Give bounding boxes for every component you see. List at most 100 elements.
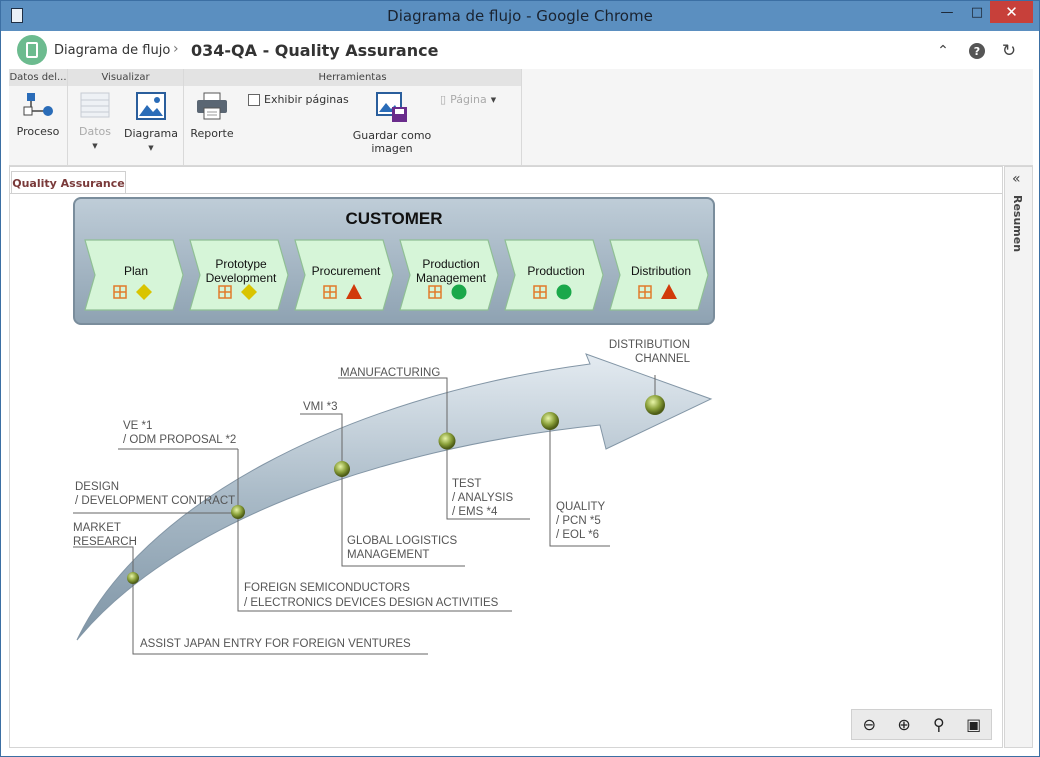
diagrama-button[interactable]: Diagrama ▼: [122, 91, 180, 153]
minimize-button[interactable]: —: [940, 4, 954, 20]
note-test-2: / ANALYSIS: [452, 492, 513, 504]
title-bar: Diagrama de flujo - Google Chrome — □ ✕: [1, 1, 1039, 31]
guardar-label-2: imagen: [371, 142, 413, 155]
note-test-1: TEST: [452, 478, 481, 490]
guardar-label-1: Guardar como: [352, 129, 432, 142]
reporte-button[interactable]: Reporte: [190, 91, 234, 140]
zoom-in-icon[interactable]: ⊕: [897, 715, 911, 734]
process-icon: [23, 93, 53, 116]
reporte-label: Reporte: [190, 127, 234, 140]
ribbon-group-visualizar: Visualizar Datos ▼ Diagrama ▼: [68, 69, 184, 165]
group-header-visualizar: Visualizar: [68, 69, 183, 86]
activity-icon: [533, 285, 547, 299]
activity-icon: [638, 285, 652, 299]
close-button[interactable]: ✕: [990, 1, 1033, 23]
note-quality-1: QUALITY: [556, 501, 606, 513]
breadcrumb[interactable]: Diagrama de flujo: [54, 43, 171, 58]
step-shape[interactable]: [399, 239, 499, 311]
step-shape[interactable]: [84, 239, 184, 311]
zoom-toolbar: ⊖ ⊕ ⚲ ▣: [851, 709, 992, 740]
datos-dropdown-icon: ▼: [92, 142, 98, 150]
note-foreign-2: / ELECTRONICS DEVICES DESIGN ACTIVITIES: [244, 597, 499, 609]
step-label: Management: [416, 271, 487, 285]
tab-quality-assurance[interactable]: Quality Assurance: [11, 171, 126, 194]
proceso-button[interactable]: Proceso: [11, 91, 65, 138]
save-image-icon: [376, 92, 407, 122]
step-label: Distribution: [631, 264, 691, 278]
pagina-button[interactable]: ▯ Página ▼: [440, 93, 496, 106]
summary-label: Resumen: [1011, 195, 1024, 253]
activity-icon: [323, 285, 337, 299]
expand-panel-icon[interactable]: «: [1012, 171, 1021, 187]
app-header: Diagrama de flujo › 034-QA - Quality Ass…: [9, 31, 1033, 69]
note-quality-3: / EOL *6: [556, 529, 599, 541]
diagrama-label: Diagrama: [124, 127, 178, 140]
note-ve-2: / ODM PROPOSAL *2: [123, 434, 236, 446]
fit-folder-icon[interactable]: ▣: [966, 715, 982, 734]
step-label: Production: [527, 264, 584, 278]
ribbon-group-datos: Datos del... Proceso: [9, 69, 68, 165]
summary-side-panel[interactable]: « Resumen: [1004, 166, 1033, 748]
step-shape[interactable]: [609, 239, 709, 311]
process-step[interactable]: Procurement: [294, 239, 394, 311]
note-ve-1: VE *1: [123, 420, 152, 432]
status-triangle-icon: [346, 284, 362, 299]
printer-icon: [197, 92, 227, 120]
pool-title: CUSTOMER: [346, 209, 443, 228]
note-design-1: DESIGN: [75, 481, 119, 493]
note-global-1: GLOBAL LOGISTICS: [347, 535, 457, 547]
checkbox-box[interactable]: [248, 93, 260, 106]
diagrama-dropdown-icon: ▼: [148, 144, 154, 152]
note-market-2: RESEARCH: [73, 536, 137, 548]
note-assist: ASSIST JAPAN ENTRY FOR FOREIGN VENTURES: [140, 638, 411, 650]
note-quality-2: / PCN *5: [556, 515, 601, 527]
status-diamond-icon: [136, 284, 152, 300]
datos-label: Datos: [79, 125, 111, 138]
note-distribution-1: DISTRIBUTION: [609, 339, 690, 351]
status-circle-icon: [451, 284, 467, 300]
step-shape[interactable]: [504, 239, 604, 311]
milestone-dots: [127, 395, 665, 584]
zoom-out-icon[interactable]: ⊖: [862, 715, 877, 734]
activity-icon: [113, 285, 127, 299]
pagina-dropdown-icon: ▼: [490, 95, 497, 104]
note-market-1: MARKET: [73, 522, 121, 534]
exhibir-paginas-checkbox[interactable]: Exhibir páginas: [248, 93, 349, 106]
datos-button[interactable]: Datos ▼: [74, 91, 116, 151]
diagram-image-icon: [136, 92, 166, 120]
collapse-up-icon[interactable]: ⌃: [937, 43, 949, 59]
search-icon[interactable]: ⚲: [933, 715, 945, 734]
window-title: Diagrama de flujo - Google Chrome: [387, 7, 653, 25]
group-header-datos: Datos del...: [9, 69, 67, 86]
note-vmi: VMI *3: [303, 401, 338, 413]
process-step[interactable]: Distribution: [609, 239, 709, 311]
process-step[interactable]: Production: [504, 239, 604, 311]
step-label: Plan: [124, 264, 148, 278]
exhibir-paginas-label: Exhibir páginas: [264, 93, 349, 106]
group-header-herramientas: Herramientas: [184, 69, 521, 86]
status-circle-icon: [556, 284, 572, 300]
step-label: Production: [422, 257, 479, 271]
step-shape[interactable]: [294, 239, 394, 311]
page-icon: [11, 8, 23, 23]
maximize-button[interactable]: □: [970, 4, 984, 20]
guardar-imagen-button[interactable]: Guardar como imagen: [352, 91, 432, 155]
step-shape[interactable]: [189, 239, 289, 311]
activity-icon: [218, 285, 232, 299]
note-design-2: / DEVELOPMENT CONTRACT: [75, 495, 235, 507]
flowchart-logo-icon: [17, 35, 47, 65]
refresh-icon[interactable]: ↻: [1001, 41, 1017, 61]
note-distribution-2: CHANNEL: [635, 353, 691, 365]
ribbon-group-herramientas: Herramientas Reporte Exhibir páginas: [184, 69, 522, 165]
diagram-canvas-area: Quality Assurance: [9, 166, 1003, 748]
data-table-icon: [80, 92, 110, 118]
process-step[interactable]: Plan: [84, 239, 184, 311]
status-diamond-icon: [241, 284, 257, 300]
step-label: Development: [206, 271, 277, 285]
help-icon[interactable]: ?: [969, 43, 985, 59]
pagina-label: Página: [450, 93, 487, 106]
